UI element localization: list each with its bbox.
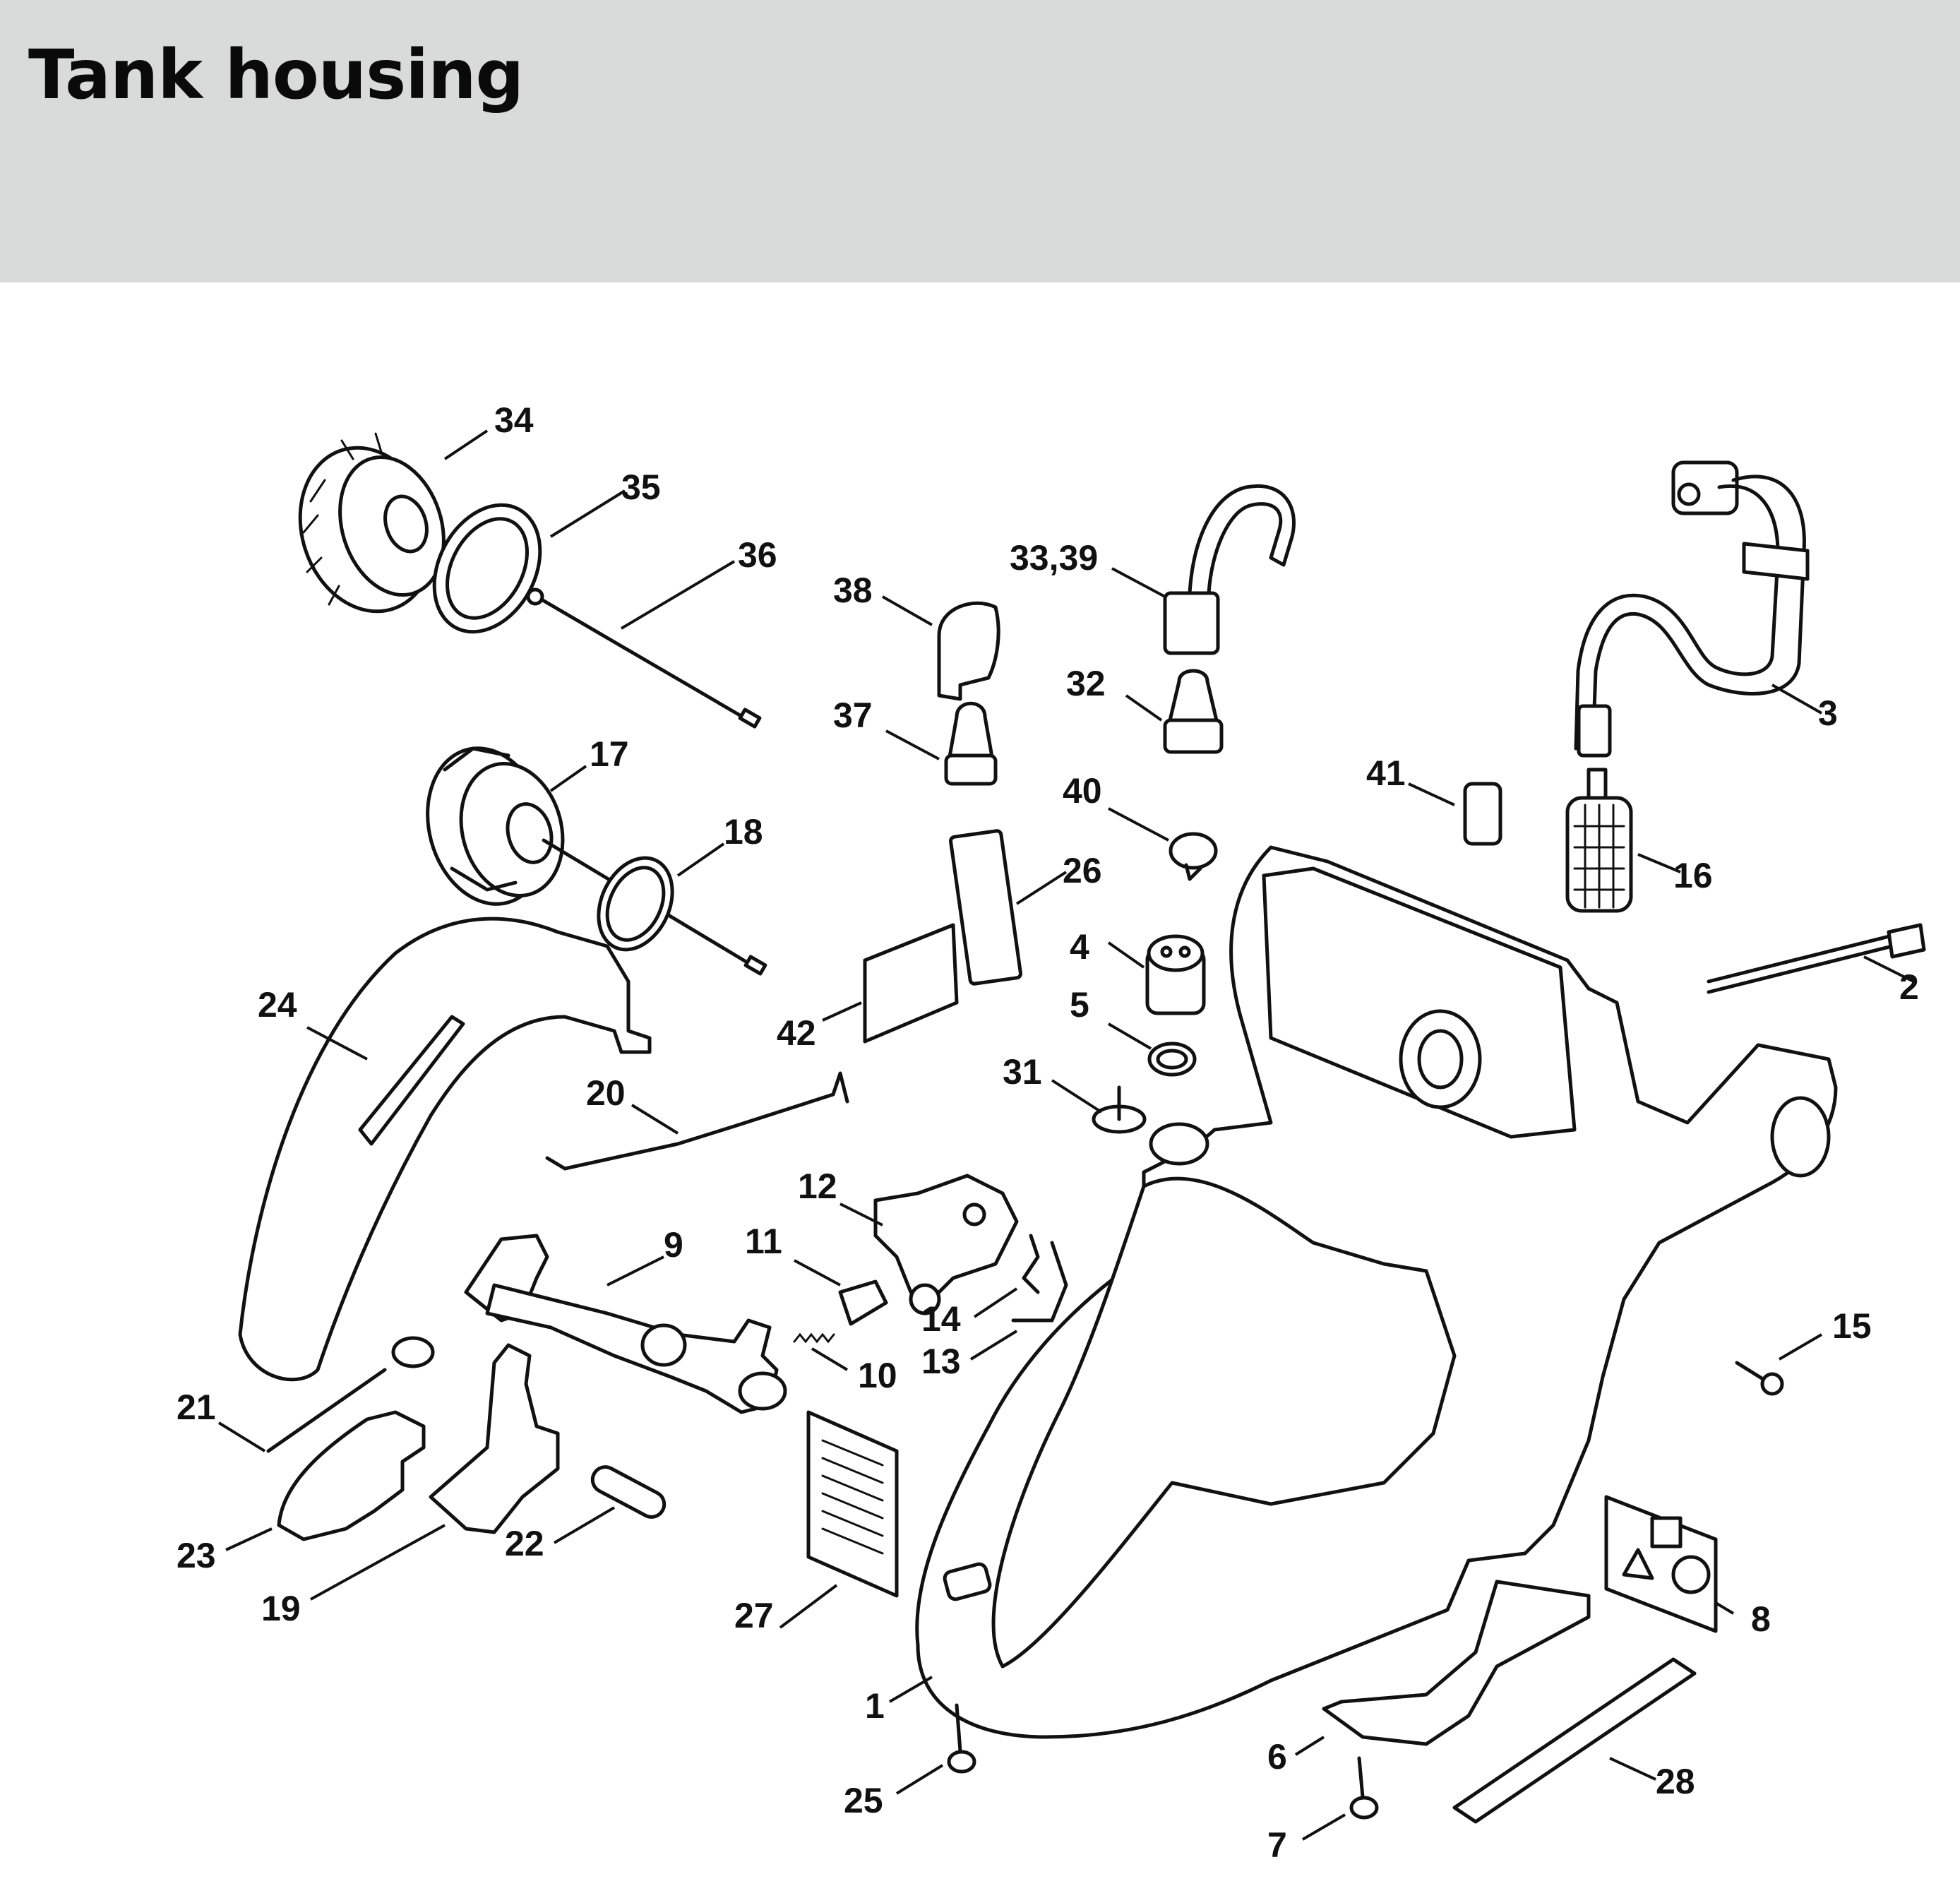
part-14-spring xyxy=(1022,1234,1040,1294)
part-1-tank-housing xyxy=(915,845,1838,1739)
part-31-plug xyxy=(1092,1085,1147,1134)
callout-20: 20 xyxy=(586,1073,626,1113)
part-42-label xyxy=(863,923,959,1044)
callout-labels: 34 35 36 38 33,39 3 32 37 17 40 41 16 18… xyxy=(177,400,1919,1865)
part-5-seal xyxy=(1147,1041,1197,1077)
part-23-safety-lever xyxy=(277,1410,426,1541)
callout-32: 32 xyxy=(1066,664,1106,703)
callout-33-39: 33,39 xyxy=(1010,538,1098,578)
part-27-label xyxy=(806,1410,899,1598)
callout-28: 28 xyxy=(1656,1762,1695,1801)
callout-8: 8 xyxy=(1751,1599,1771,1639)
callout-23: 23 xyxy=(177,1536,216,1575)
part-11-slide xyxy=(838,1279,888,1326)
callout-19: 19 xyxy=(261,1589,301,1628)
part-17-oil-cap-assembly xyxy=(426,746,767,976)
callout-10: 10 xyxy=(858,1356,897,1395)
part-40-valve xyxy=(1169,832,1218,881)
callout-22: 22 xyxy=(505,1524,544,1563)
callout-37: 37 xyxy=(833,696,873,735)
part-6-chain-guard xyxy=(1322,1580,1591,1746)
callout-31: 31 xyxy=(1003,1052,1042,1092)
callout-11: 11 xyxy=(745,1222,782,1261)
part-16-fuel-filter xyxy=(1565,768,1633,913)
callout-15: 15 xyxy=(1832,1306,1872,1346)
callout-16: 16 xyxy=(1673,856,1713,895)
callout-9: 9 xyxy=(664,1225,683,1265)
part-2-tensioner-screw xyxy=(1707,923,1926,994)
callout-17: 17 xyxy=(590,734,629,774)
callout-21: 21 xyxy=(177,1387,216,1427)
part-10-spring xyxy=(793,1332,835,1344)
callout-14: 14 xyxy=(921,1299,961,1339)
callout-2: 2 xyxy=(1899,967,1919,1007)
part-9-throttle-shaft xyxy=(464,1234,787,1414)
header-band xyxy=(0,0,1960,282)
part-18-o-ring xyxy=(597,856,674,952)
part-4-valve xyxy=(1145,934,1206,1015)
callout-34: 34 xyxy=(494,400,534,440)
part-3-fuel-hose xyxy=(1574,460,1810,758)
part-21-spring xyxy=(266,1336,435,1453)
callout-26: 26 xyxy=(1063,851,1102,890)
part-25-screw xyxy=(947,1703,976,1774)
part-32-damper xyxy=(1163,669,1224,754)
page-title: Tank housing xyxy=(28,35,524,114)
part-38-damper-cover xyxy=(937,601,1000,701)
callout-41: 41 xyxy=(1366,753,1406,793)
callout-40: 40 xyxy=(1063,771,1102,811)
part-8-warning-label xyxy=(1604,1495,1718,1633)
callout-1: 1 xyxy=(865,1686,885,1726)
part-37-damper xyxy=(944,701,998,786)
callout-24: 24 xyxy=(258,985,297,1025)
part-26-label xyxy=(949,829,1022,986)
callout-35: 35 xyxy=(621,467,661,507)
callout-leaders xyxy=(217,429,1914,1841)
callout-7: 7 xyxy=(1267,1825,1287,1865)
callout-18: 18 xyxy=(724,812,763,852)
callout-5: 5 xyxy=(1070,985,1089,1025)
part-15-screw xyxy=(1735,1361,1784,1396)
callout-27: 27 xyxy=(734,1596,774,1635)
part-22-pin xyxy=(590,1465,667,1519)
callout-3: 3 xyxy=(1818,693,1838,733)
callout-38: 38 xyxy=(833,571,873,610)
part-35-seal xyxy=(432,503,542,634)
callout-13: 13 xyxy=(921,1342,961,1381)
callout-12: 12 xyxy=(798,1166,837,1206)
part-12-interlock xyxy=(873,1174,1019,1315)
part-20-throttle-rod xyxy=(545,1071,849,1171)
part-19-throttle-trigger xyxy=(429,1343,560,1534)
callout-42: 42 xyxy=(777,1013,816,1053)
callout-4: 4 xyxy=(1070,927,1089,967)
part-34-tank-cap xyxy=(298,432,446,614)
callout-36: 36 xyxy=(738,535,777,575)
part-36-pickup-rod xyxy=(526,587,762,729)
part-41-sleeve xyxy=(1463,782,1502,846)
callout-6: 6 xyxy=(1267,1737,1287,1777)
part-7-screw xyxy=(1349,1756,1379,1820)
part-33-39-fuel-hose xyxy=(1163,484,1296,655)
callout-25: 25 xyxy=(844,1781,883,1820)
part-24-handle-cover xyxy=(238,917,652,1382)
part-13-spring xyxy=(1011,1241,1068,1323)
part-28-bumper xyxy=(1452,1657,1697,1824)
